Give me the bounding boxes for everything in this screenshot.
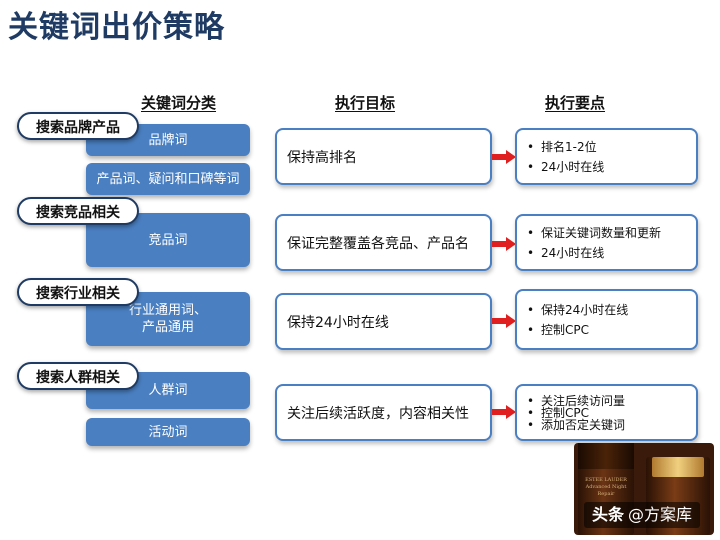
watermark: 头条@方案库 [584,502,701,528]
header-goal: 执行目标 [335,94,396,112]
goal-box-4: 关注后续活跃度，内容相关性 [275,384,492,441]
header-category: 关键词分类 [141,94,217,112]
arrow-right-icon [492,150,516,164]
product-name-label: Advanced Night Repair [585,484,627,497]
goal-box-1: 保持高排名 [275,128,492,185]
point-3-1: 保持24小时在线 [527,300,696,320]
category-event-word: 活动词 [86,418,250,446]
arrow-right-icon [492,237,516,251]
point-2-2: 24小时在线 [527,243,696,263]
pill-industry-search: 搜索行业相关 [17,278,139,306]
goal-text-4: 关注后续活跃度，内容相关性 [287,405,469,422]
page-title: 关键词出价策略 [8,10,225,45]
pill-competitor-search: 搜索竞品相关 [17,197,139,225]
watermark-source: 头条 [592,505,625,524]
header-points: 执行要点 [545,94,606,112]
pill-audience-search: 搜索人群相关 [17,362,139,390]
goal-text-1: 保持高排名 [287,149,357,166]
goal-box-3: 保持24小时在线 [275,293,492,350]
points-box-3: 保持24小时在线 控制CPC [515,289,698,350]
goal-box-2: 保证完整覆盖各竞品、产品名 [275,214,492,271]
point-1-2: 24小时在线 [527,157,696,177]
point-3-2: 控制CPC [527,320,696,340]
category-product-word: 产品词、疑问和口碑等词 [86,163,250,195]
point-1-1: 排名1-2位 [527,137,696,157]
points-box-1: 排名1-2位 24小时在线 [515,128,698,185]
pill-brand-search: 搜索品牌产品 [17,112,139,140]
points-box-2: 保证关键词数量和更新 24小时在线 [515,214,698,271]
category-industry-word: 行业通用词、 产品通用 [86,292,250,346]
product-brand-label: ESTEE LAUDER [585,477,627,483]
goal-text-2: 保证完整覆盖各竞品、产品名 [287,235,469,252]
arrow-right-icon [492,405,516,419]
point-4-1: 关注后续访问量 [527,395,696,407]
arrow-right-icon [492,314,516,328]
point-4-2: 控制CPC [527,407,696,419]
watermark-author: @方案库 [628,505,693,524]
points-box-4: 关注后续访问量 控制CPC 添加否定关键词 [515,384,698,441]
point-4-3: 添加否定关键词 [527,419,696,431]
point-2-1: 保证关键词数量和更新 [527,223,696,243]
goal-text-3: 保持24小时在线 [287,314,389,331]
